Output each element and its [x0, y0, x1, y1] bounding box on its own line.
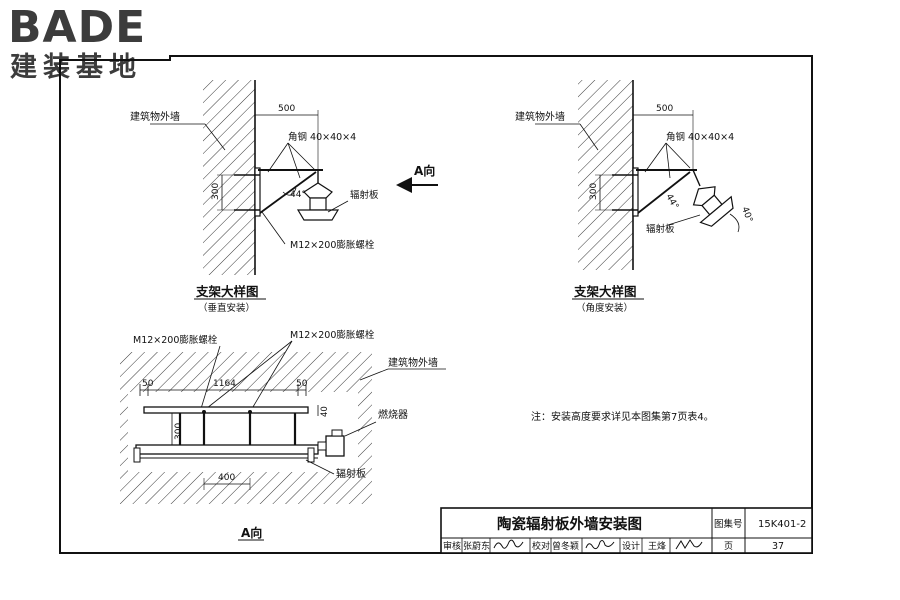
leader-bolt-right-2: [201, 340, 293, 413]
detail-angled: 建筑物外墙 500 角钢 40×40×4 44° 40° 辐射板 300 支架: [515, 80, 754, 314]
steel-label: 角钢 40×40×4: [288, 131, 356, 143]
dim-right: 50: [296, 379, 308, 389]
dim-side: 300: [589, 183, 599, 200]
support-bar: [143, 406, 309, 414]
tilt-arc: [729, 213, 740, 233]
leader-steel: [267, 142, 289, 173]
title-block: 陶瓷辐射板外墙安装图 图集号 15K401-2 审核 张蔚东 校对 曾冬颖 设计…: [440, 507, 813, 554]
sheet-border: [59, 55, 813, 554]
hanger-rod: [692, 169, 701, 187]
bolt-head-2: [248, 410, 252, 414]
view-arrow: A向: [396, 163, 438, 193]
heater-zone: [128, 392, 358, 472]
radiant-panel: [135, 444, 319, 455]
burner-cap: [331, 429, 343, 437]
logo-subtitle: 建装基地: [10, 52, 142, 83]
bracket-strut: [637, 171, 691, 214]
dim-top: 500: [656, 104, 673, 114]
title-block-frame: [440, 507, 813, 554]
burner-mount: [317, 441, 327, 451]
bracket-plate: [632, 167, 639, 217]
leader-steel: [644, 142, 667, 173]
angle-label: 44°: [663, 193, 680, 212]
wall-label: 建筑物外墙: [515, 110, 565, 123]
wall-label: 建筑物外墙: [388, 356, 438, 369]
detail-subtitle: （垂直安装）: [198, 302, 255, 314]
reviewer: 张蔚东: [463, 540, 490, 552]
design-label: 设计: [622, 540, 640, 552]
detail-vertical: 建筑物外墙 500 角钢 40×40×4 44° 辐射板 300: [130, 80, 379, 314]
panel-clip-left: [133, 447, 141, 463]
leader-wall-2: [204, 123, 226, 151]
angle-label: 44°: [290, 190, 306, 200]
heater-panel: [699, 195, 734, 227]
steel-label: 角钢 40×40×4: [666, 131, 734, 143]
view-title: A向: [241, 525, 262, 540]
detail-title: 支架大样图: [573, 284, 637, 299]
heater-tilted: [692, 186, 734, 227]
bolt-label-left: M12×200膨胀螺栓: [133, 334, 218, 346]
atlas-label: 图集号: [714, 518, 743, 530]
bracket-strut: [259, 171, 317, 214]
leader-steel-2: [665, 142, 671, 179]
burner-box: [325, 435, 345, 457]
page-label: 页: [724, 541, 733, 552]
tilt-label: 40°: [739, 206, 754, 224]
burner-label: 燃烧器: [378, 408, 408, 421]
dim-height: 300: [174, 423, 184, 440]
leader-panel: [327, 200, 349, 213]
arrow-label: A向: [414, 163, 435, 178]
review-label: 审核: [443, 540, 461, 552]
panel-label: 辐射板: [350, 189, 379, 201]
designer-signature: [675, 539, 703, 550]
detail-title: 支架大样图: [195, 284, 259, 299]
note: 注：安装高度要求详见本图集第7页表4。: [531, 410, 714, 423]
check-label: 校对: [532, 540, 550, 552]
leader-steel-3: [665, 142, 691, 169]
dim-top: 500: [278, 104, 295, 114]
dim-small: 40: [320, 406, 330, 417]
leader-bolt-right: [249, 340, 293, 413]
leader-panel: [667, 214, 701, 226]
logo: BADE 建装基地: [8, 2, 146, 83]
wall-label: 建筑物外墙: [130, 110, 180, 123]
leader-panel: [305, 459, 335, 475]
leader-bolt: [261, 211, 286, 245]
leader-wall-2: [359, 368, 389, 381]
dim-center: 1164: [213, 379, 236, 389]
bolt-label-right: M12×200膨胀螺栓: [290, 329, 375, 341]
leader-steel-3: [287, 142, 316, 171]
wall-hatch: [203, 80, 255, 275]
atlas-no: 15K401-2: [758, 519, 806, 530]
checker-signature: [585, 540, 615, 550]
drawing-title: 陶瓷辐射板外墙安装图: [497, 515, 642, 533]
page-no: 37: [772, 541, 784, 552]
logo-brand: BADE: [8, 2, 146, 53]
view-a: M12×200膨胀螺栓 M12×200膨胀螺栓 建筑物外墙 50 1164 50…: [120, 329, 446, 541]
bracket-plate: [254, 167, 261, 217]
designer: 王烽: [648, 540, 666, 552]
heater-hood: [303, 182, 333, 199]
bolt-label: M12×200膨胀螺栓: [290, 239, 375, 251]
leader-wall-2: [579, 123, 599, 151]
dim-side: 300: [211, 183, 221, 200]
dim-bottom: 400: [218, 473, 235, 483]
heater-hood: [692, 186, 716, 207]
panel-label: 辐射板: [646, 223, 675, 235]
leader-burner: [344, 421, 377, 437]
bolt-head-1: [202, 410, 206, 414]
heater-panel: [296, 209, 340, 221]
leader-steel-2: [287, 142, 301, 179]
panel-label: 辐射板: [336, 467, 366, 480]
dim-left: 50: [142, 379, 154, 389]
checker: 曾冬颖: [552, 540, 579, 552]
heater-body: [309, 197, 327, 211]
detail-subtitle: （角度安装）: [576, 302, 633, 314]
panel-clip-right: [307, 447, 315, 463]
reviewer-signature: [493, 539, 524, 549]
leader-bolt-left: [199, 345, 221, 413]
angle-arc: [282, 187, 297, 196]
